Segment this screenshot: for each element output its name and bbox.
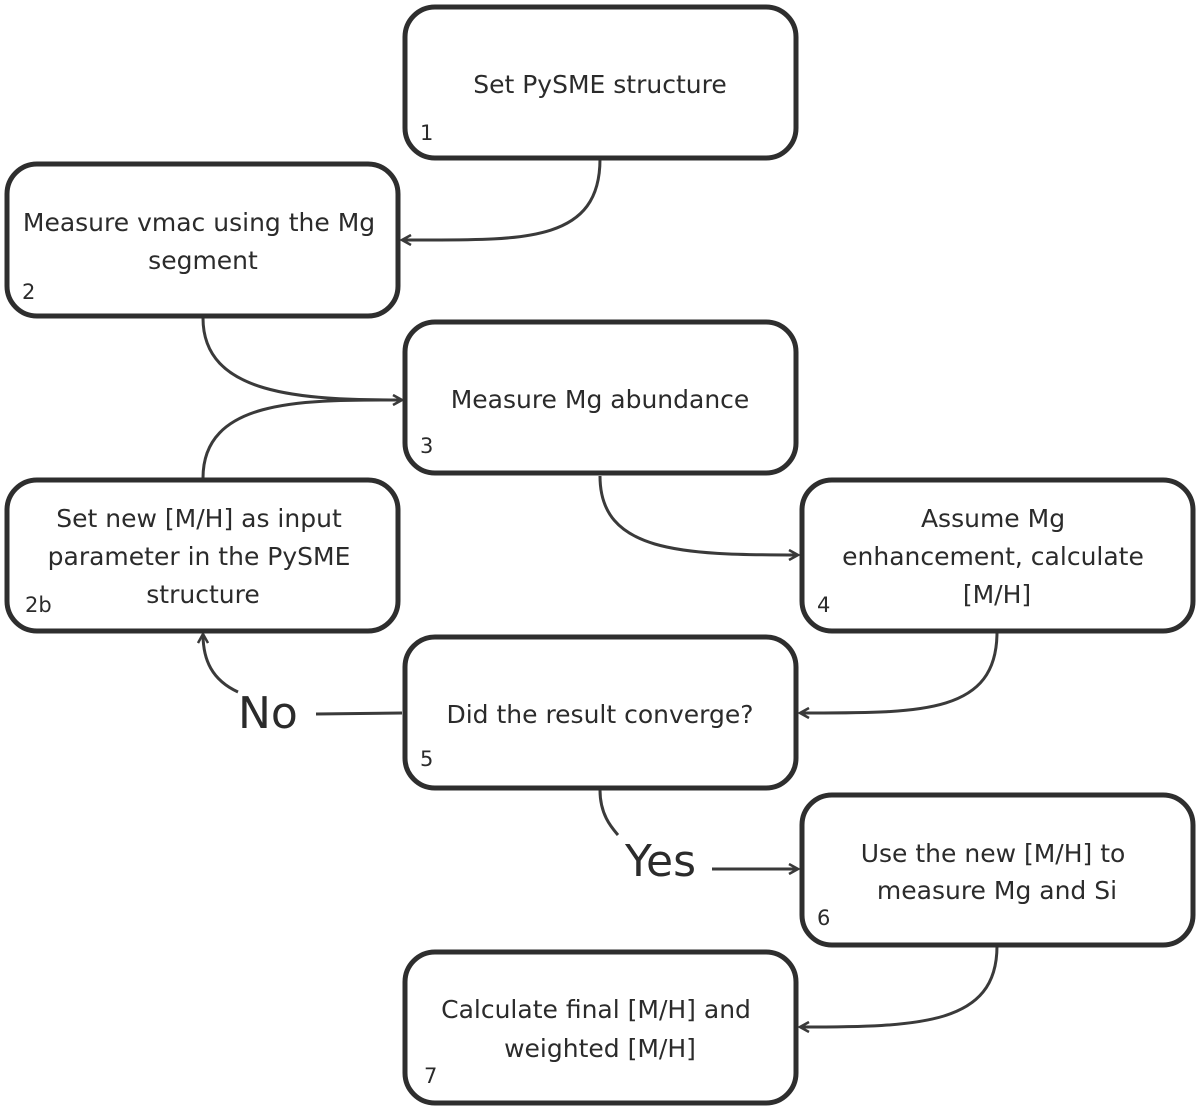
node-7: Calculate final [M/H] and weighted [M/H]…: [402, 949, 799, 1106]
edge-label-yes: Yes: [624, 836, 696, 887]
node-4-box: [799, 477, 1196, 634]
svg-text:Assume Mg enhancement, c: Assume Mg enhancement, calculate [M/H]: [842, 504, 1152, 609]
node-2b-box: [4, 477, 401, 634]
node-3: Measure Mg abundance 3: [402, 319, 799, 476]
node-2b-line-2: parameter in the PySME: [48, 542, 351, 571]
svg-text:Measure Mg abundance: Measure Mg abundance: [451, 385, 750, 414]
svg-text:Set PySME structure: Set PySME structure: [473, 70, 727, 99]
edge-5-to-2b-line: [315, 711, 403, 716]
node-4-number: 4: [817, 593, 830, 617]
node-2b-line-3: structure: [146, 580, 259, 609]
node-2b-number: 2b: [25, 593, 52, 617]
node-4-line-3: [M/H]: [963, 580, 1031, 609]
node-2b: Set new [M/H] as input parameter in the …: [4, 477, 401, 634]
edge-4-to-5: [800, 631, 999, 713]
node-3-number: 3: [420, 434, 433, 458]
node-7-box: [402, 949, 799, 1106]
node-3-box: [402, 319, 799, 476]
node-7-number: 7: [424, 1064, 437, 1088]
node-1-line-1: Set PySME structure: [473, 70, 727, 99]
node-5-line-1: Did the result converge?: [446, 700, 753, 729]
node-1-box: [402, 4, 799, 161]
node-5-box: [402, 634, 799, 791]
edge-5-to-2b-curve: [203, 634, 239, 694]
node-2-number: 2: [22, 280, 35, 304]
node-6-number: 6: [817, 906, 830, 930]
node-2b-line-1: Set new [M/H] as input: [56, 504, 342, 533]
edge-1-to-2: [402, 158, 602, 240]
edges: [201, 158, 999, 1027]
node-2: Measure vmac using the Mg segment 2: [4, 161, 401, 319]
node-7-line-1: Calculate final [M/H] and: [441, 995, 751, 1024]
svg-text:Set new [M/H] as input p: Set new [M/H] as input parameter in the …: [48, 504, 359, 609]
node-6: Use the new [M/H] to measure Mg and Si 6: [799, 792, 1196, 948]
node-2-box: [4, 161, 401, 319]
svg-text:Did the result converge?: Did the result converge?: [446, 700, 753, 729]
node-5: Did the result converge? 5: [402, 634, 799, 791]
svg-text:Calculate final [M/H] and: Calculate final [M/H] and weighted [M/H]: [441, 995, 759, 1063]
edge-5-to-6-curve: [598, 789, 620, 836]
node-4-line-2: enhancement, calculate: [842, 542, 1144, 571]
node-2-line-2: segment: [148, 246, 258, 275]
node-6-line-1: Use the new [M/H] to: [861, 839, 1126, 868]
node-5-number: 5: [420, 747, 433, 771]
node-3-line-1: Measure Mg abundance: [451, 385, 750, 414]
edge-3-to-4: [598, 475, 798, 555]
node-6-box: [799, 792, 1196, 948]
node-1: Set PySME structure 1: [402, 4, 799, 161]
edge-6-to-7: [800, 945, 999, 1027]
svg-text:Measure vmac using the Mg: Measure vmac using the Mg segment: [23, 208, 383, 275]
edge-2b-to-3: [201, 398, 391, 479]
node-4: Assume Mg enhancement, calculate [M/H] 4: [799, 477, 1196, 634]
node-4-line-1: Assume Mg: [921, 504, 1065, 533]
edge-2-to-3: [201, 317, 402, 400]
node-2-line-1: Measure vmac using the Mg: [23, 208, 375, 237]
edge-label-no: No: [238, 688, 298, 739]
node-7-line-2: weighted [M/H]: [504, 1034, 696, 1063]
node-6-line-2: measure Mg and Si: [877, 876, 1117, 905]
node-1-number: 1: [420, 121, 433, 145]
svg-text:Use the new [M/H] to mea: Use the new [M/H] to measure Mg and Si: [861, 839, 1134, 905]
